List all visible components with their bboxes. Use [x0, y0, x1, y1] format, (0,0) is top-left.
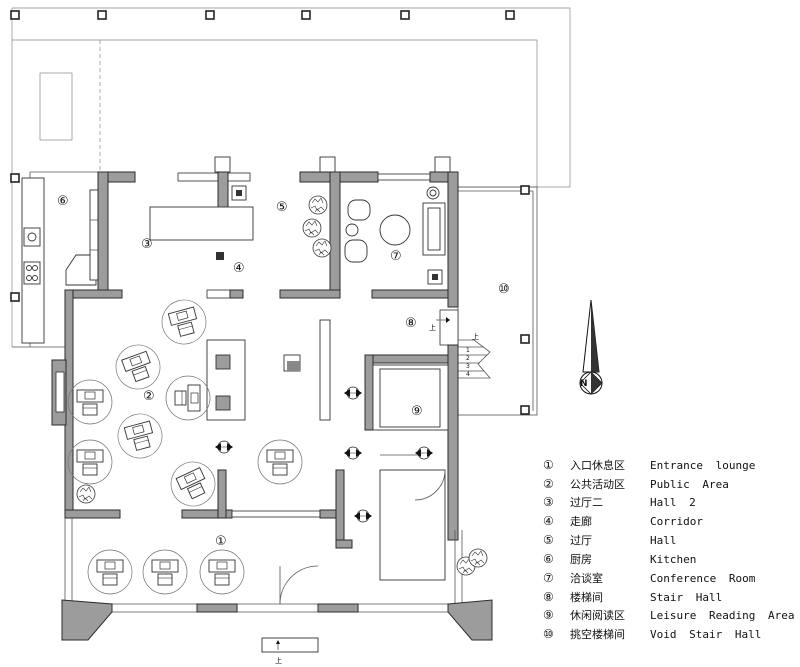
legend-number: ⑤: [543, 533, 554, 547]
workstations: [67, 294, 303, 595]
legend-row: ③ 过厅二 Hall 2: [543, 495, 696, 509]
workstation: [165, 375, 211, 421]
room-marker-4: ④: [233, 261, 245, 276]
plant-icon: [308, 195, 328, 215]
workstation: [67, 439, 113, 485]
legend-number: ⑩: [543, 627, 554, 641]
plant-icon: [302, 218, 322, 238]
room-marker-2: ②: [143, 389, 155, 404]
legend-number: ②: [543, 477, 554, 491]
legend-row: ⑥ 厨房 Kitchen: [543, 552, 696, 566]
north-label: N: [580, 379, 588, 389]
legend-number: ⑥: [543, 552, 554, 566]
legend-number: ④: [543, 514, 554, 528]
legend-number: ③: [543, 495, 554, 509]
legend-english: Corridor: [650, 515, 703, 528]
legend-english: Kitchen: [650, 553, 696, 566]
legend-chinese: 入口休息区: [570, 458, 625, 472]
legend-english: Void Stair Hall: [650, 628, 761, 641]
workstation: [112, 408, 168, 464]
up-labels: 上 上 上 1 2 3 4: [275, 323, 479, 665]
room-marker-1: ①: [215, 534, 227, 549]
up-label: 上: [472, 332, 479, 341]
room-marker-7: ⑦: [390, 249, 402, 264]
workstation: [156, 294, 212, 350]
legend-chinese: 公共活动区: [570, 478, 625, 491]
legend-row: ④ 走廊 Corridor: [543, 514, 703, 528]
legend-english: Stair Hall: [650, 591, 722, 604]
hall-furniture: [149, 185, 331, 421]
workstation: [87, 549, 133, 595]
legend-chinese: 挑空楼梯间: [570, 627, 625, 641]
section-marker-icon: [343, 386, 363, 400]
workstation: [199, 549, 245, 595]
legend-english: Entrance lounge: [650, 459, 755, 472]
legend-chinese: 楼梯间: [570, 590, 603, 604]
room-marker-5: ⑤: [276, 200, 288, 215]
structural-columns: [10, 10, 530, 415]
plant-icon: [312, 238, 332, 258]
legend-chinese: 休闲阅读区: [570, 608, 625, 622]
legend-chinese: 走廊: [570, 514, 592, 528]
legend: ① 入口休息区 Entrance lounge ② 公共活动区 Public A…: [543, 458, 794, 641]
stair-step-number: 2: [466, 355, 470, 362]
legend-row: ① 入口休息区 Entrance lounge: [543, 458, 755, 472]
legend-english: Hall 2: [650, 496, 696, 509]
plant-icon: [468, 548, 488, 568]
room-marker-3: ③: [141, 237, 153, 252]
up-label: 上: [429, 323, 436, 332]
legend-english: Public Area: [650, 478, 729, 491]
legend-row: ⑦ 洽谈室 Conference Room: [543, 571, 756, 585]
stair-step-number: 3: [466, 363, 470, 370]
legend-number: ⑧: [543, 590, 554, 604]
legend-number: ①: [543, 458, 554, 472]
legend-chinese: 过厅: [570, 534, 592, 547]
legend-english: Conference Room: [650, 572, 756, 585]
room-marker-8: ⑧: [405, 316, 417, 331]
section-marker-icon: [343, 446, 363, 460]
legend-row: ② 公共活动区 Public Area: [543, 477, 729, 491]
stair-step-number: 4: [466, 371, 470, 378]
workstation: [67, 379, 113, 425]
legend-chinese: 厨房: [570, 553, 592, 566]
north-arrow-icon: N: [579, 299, 603, 395]
section-marker-icon: [353, 509, 373, 523]
legend-row: ⑩ 挑空楼梯间 Void Stair Hall: [543, 627, 761, 641]
room-markers: ① ② ③ ④ ⑤ ⑥ ⑦ ⑧ ⑨ ⑩: [57, 194, 510, 549]
legend-chinese: 过厅二: [570, 496, 603, 509]
workstation: [142, 549, 188, 595]
stair-step-number: 1: [466, 347, 470, 354]
room-marker-9: ⑨: [411, 404, 423, 419]
workstation: [163, 454, 223, 514]
stairs: [372, 317, 491, 581]
entrance-door: [261, 565, 319, 653]
legend-row: ⑨ 休闲阅读区 Leisure Reading Area: [543, 608, 794, 622]
room-marker-10: ⑩: [498, 282, 510, 297]
legend-chinese: 洽谈室: [570, 571, 603, 585]
legend-number: ⑦: [543, 571, 554, 585]
plant-icon: [76, 484, 96, 504]
walls: [51, 171, 493, 641]
up-label: 上: [275, 656, 282, 665]
workstation: [257, 439, 303, 485]
section-marker-icon: [414, 446, 434, 460]
legend-row: ⑤ 过厅 Hall: [543, 533, 677, 547]
legend-row: ⑧ 楼梯间 Stair Hall: [543, 590, 722, 604]
workstation: [109, 338, 167, 396]
legend-number: ⑨: [543, 608, 554, 622]
legend-english: Leisure Reading Area: [650, 609, 794, 622]
conference-furniture: [344, 186, 446, 285]
legend-english: Hall: [650, 534, 677, 547]
section-marker-icon: [214, 440, 234, 454]
room-marker-6: ⑥: [57, 194, 69, 209]
